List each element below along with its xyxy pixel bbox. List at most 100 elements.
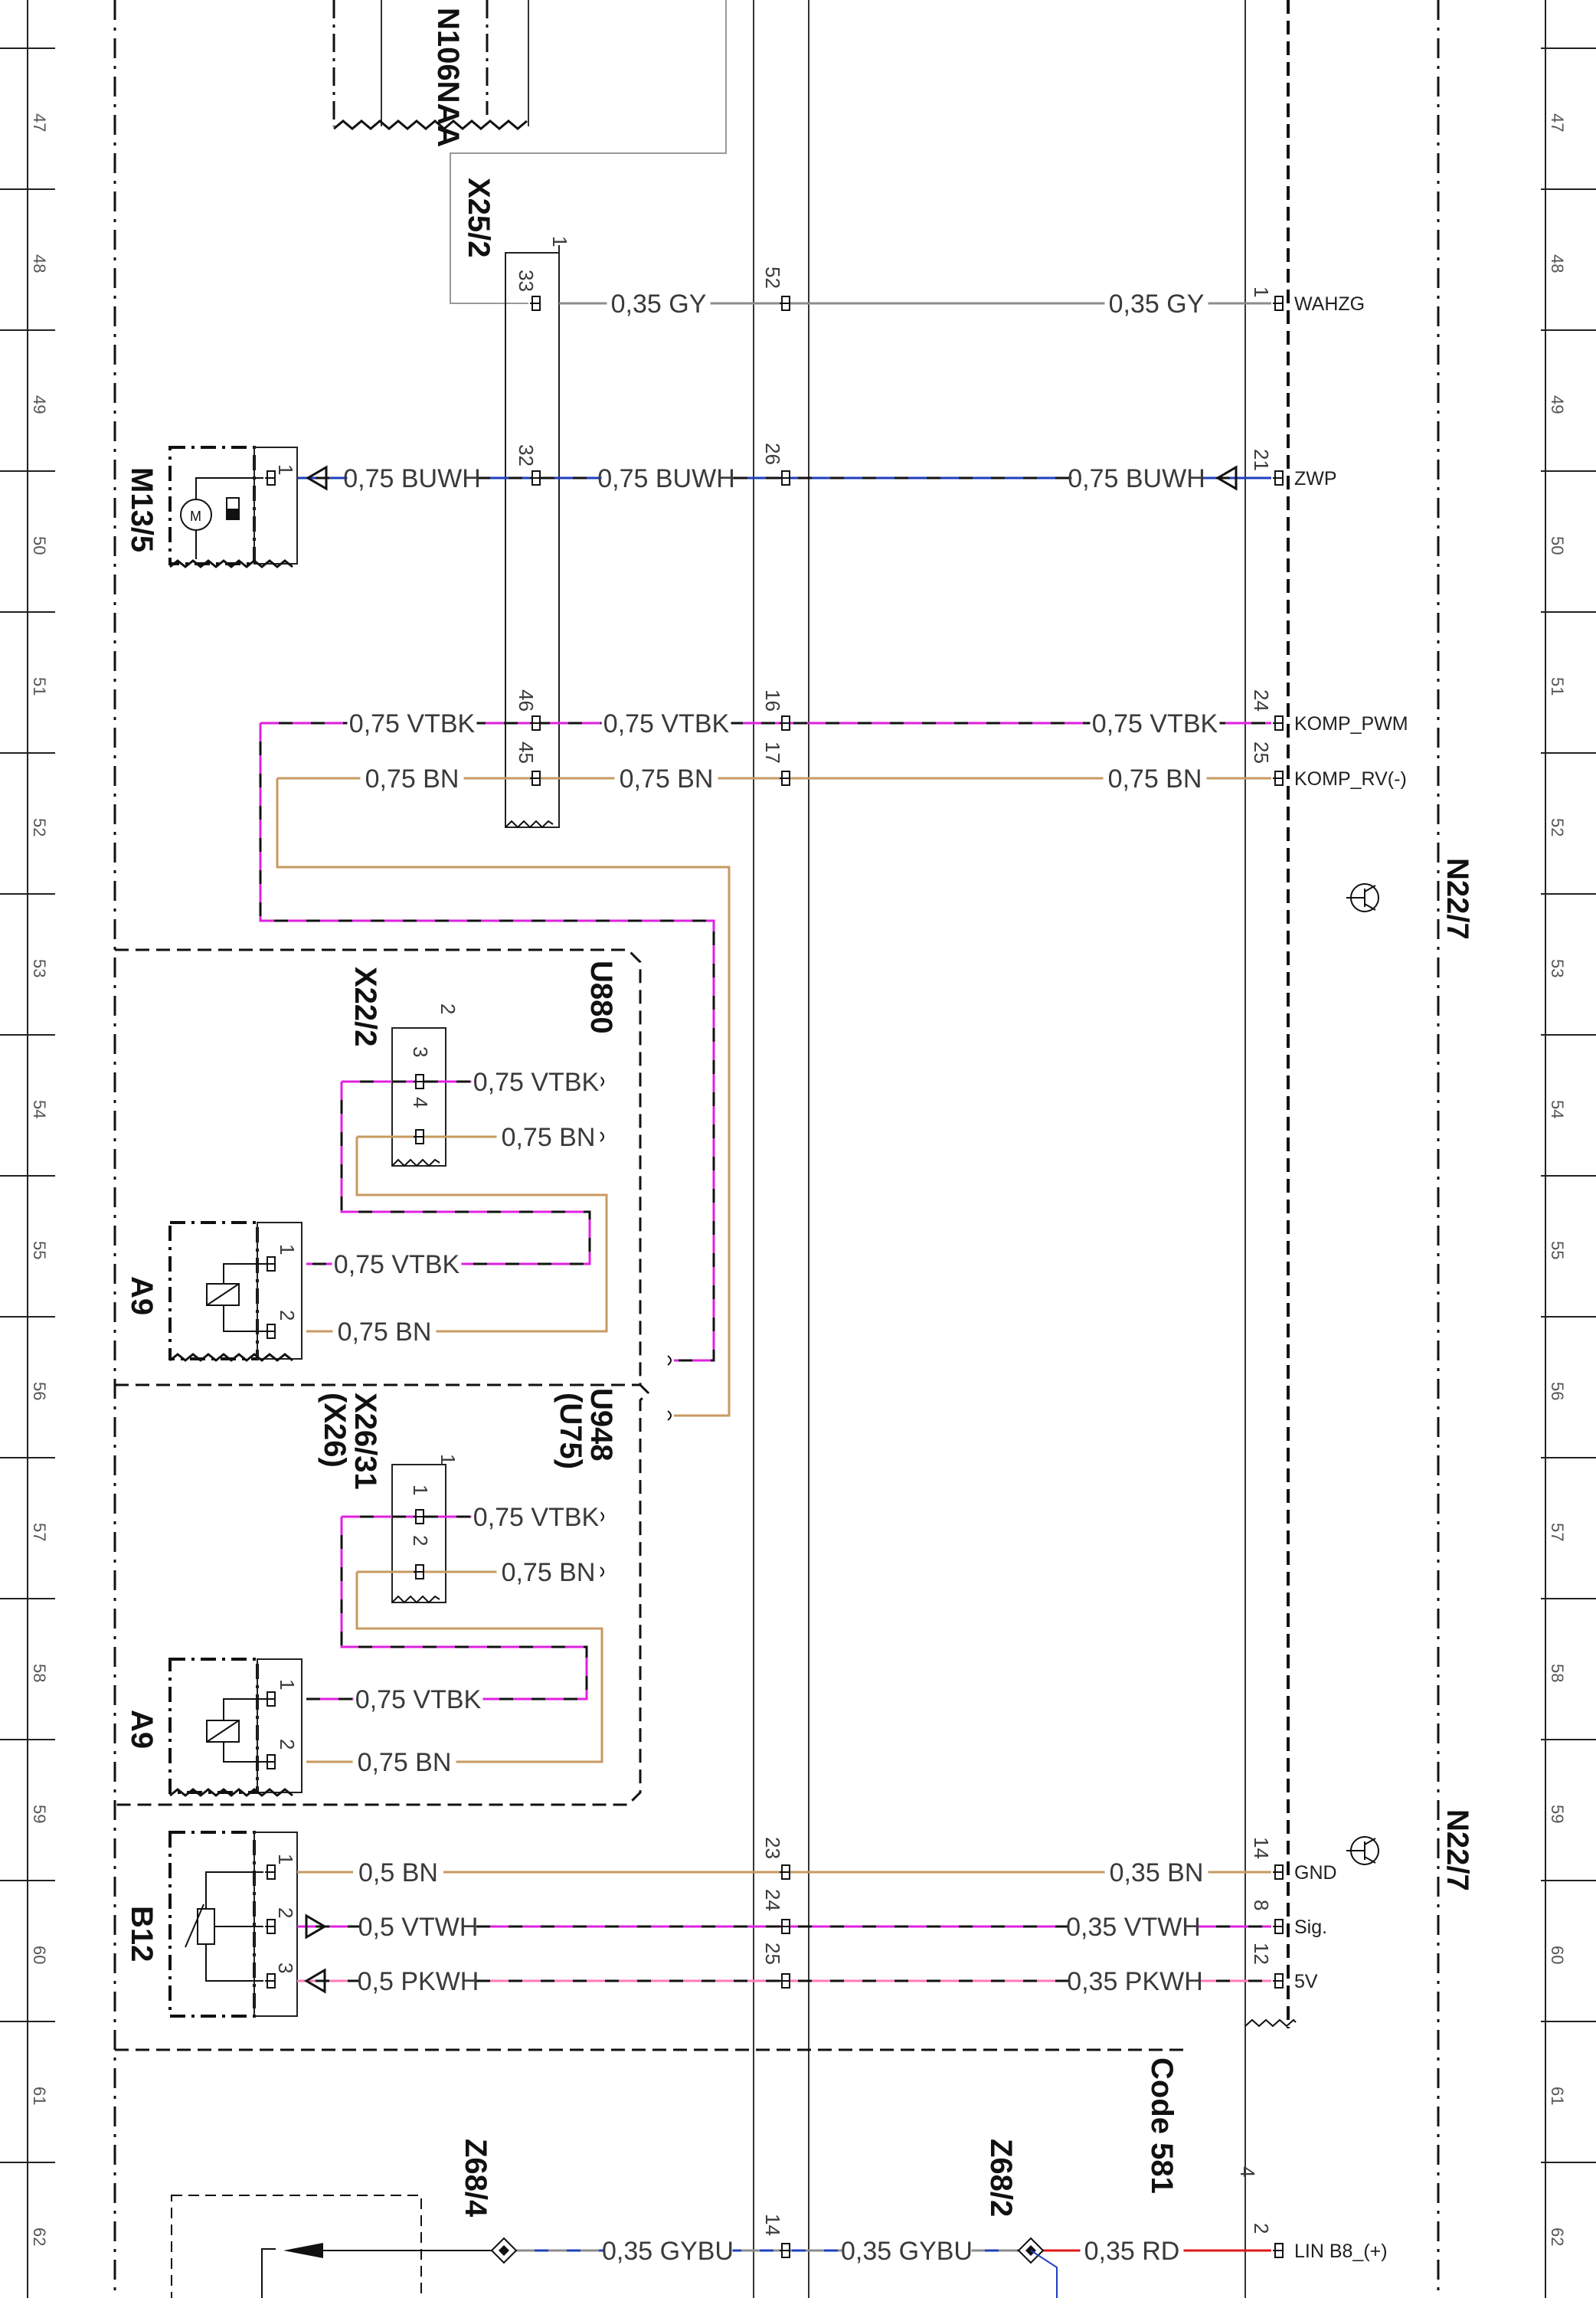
pin-x25_32: 32	[515, 444, 538, 466]
triangle-icon	[306, 465, 328, 491]
z68-2-branch	[1030, 2250, 1058, 2298]
ruler-number: 52	[30, 818, 49, 836]
n22-break-zigzag	[1244, 2018, 1297, 2028]
code-581-label: Code 581	[1145, 2057, 1179, 2194]
ruler-number: 56	[30, 1382, 49, 1400]
z68-2-label: Z68/2	[984, 2139, 1018, 2217]
wire-label-bg	[1104, 290, 1208, 317]
ruler-number: 47	[1548, 113, 1567, 132]
wire-label-pkwh-b12: 0,5 PKWH	[358, 1967, 479, 1996]
wire-vtbk-loop-stripe	[259, 723, 715, 1362]
wire-label-bg	[347, 464, 477, 492]
x26-31-label: X26/31	[348, 1393, 382, 1490]
ruler-number: 50	[1548, 536, 1567, 555]
x22-2-connector: X22/2 2 3 4	[348, 967, 460, 1167]
n22-7-top: N22/7	[1346, 858, 1474, 940]
bottom-left-module	[171, 2195, 422, 2298]
ruler-number: 48	[30, 254, 49, 273]
x22-2-pin-4: 4	[409, 1097, 432, 1108]
ruler-number: 53	[30, 959, 49, 977]
ruler-number: 57	[30, 1523, 49, 1541]
m13-5-motor: M M13/5 1	[125, 446, 298, 568]
signal-wahzg: WAHZG	[1294, 293, 1365, 315]
gy-feed-wire	[450, 0, 727, 304]
wire-label-bg	[603, 2237, 733, 2264]
ruler-number: 60	[30, 1946, 49, 1964]
wire-label-vtbk-x22: 0,75 VTBK	[473, 1068, 600, 1097]
pin-x25_45: 45	[515, 741, 538, 764]
signal-lin: LIN B8_(+)	[1294, 2241, 1388, 2262]
wire-label-bg	[352, 1748, 456, 1776]
u75-label: (U75)	[554, 1393, 587, 1469]
a9-bottom-pin-2: 2	[276, 1739, 299, 1750]
wire-label-vtwh-n22: 0,35 VTWH	[1066, 1913, 1201, 1942]
a9-bottom-label: A9	[125, 1710, 159, 1749]
left-ruler: 4748495051525354555657585960616263	[0, 0, 55, 2298]
wire-label-bg	[347, 709, 477, 737]
wire-label-bg	[332, 1250, 462, 1278]
ruler-number: 59	[30, 1805, 49, 1823]
arrow-left-icon	[283, 2243, 323, 2258]
wire-label-bg	[1104, 1858, 1208, 1886]
triangle-icon	[304, 1968, 326, 1994]
u880-region: U880 U948 (U75)	[115, 948, 650, 1806]
signal-komp_pwm: KOMP_PWM	[1294, 713, 1408, 735]
wire-label-bg	[496, 1558, 600, 1586]
ruler-number: 59	[1548, 1805, 1567, 1823]
wire-x26-bn-loop	[306, 1572, 603, 1763]
wire-label-bg	[1070, 1967, 1200, 1995]
ruler-number: 53	[1548, 959, 1567, 977]
pin-mid_52: 52	[761, 267, 784, 289]
wire-x26-vtbk-loop-stripe	[306, 1517, 588, 1701]
ruler-number: 61	[30, 2087, 49, 2105]
n106-component: N106NAA	[332, 0, 529, 147]
triangle-icon	[305, 1913, 327, 1940]
m13-5-label: M13/5	[125, 467, 159, 552]
x26-31-pin-1: 1	[409, 1485, 432, 1495]
wire-label-bg	[614, 764, 718, 792]
x22-2-label: X22/2	[348, 967, 382, 1047]
wire-label-pkwh-n22: 0,35 PKWH	[1067, 1967, 1203, 1996]
bottom-left-feed	[261, 2248, 276, 2298]
wire-label-bn-a9-top: 0,75 BN	[338, 1318, 432, 1347]
ruler-number: 61	[1548, 2087, 1567, 2105]
triangle-icon	[1215, 465, 1238, 491]
ruler-number: 49	[30, 395, 49, 414]
wire-label-buwh-m13: 0,75 BUWH	[343, 464, 481, 493]
wire-label-bn-a9-bottom: 0,75 BN	[358, 1748, 452, 1777]
wire-label-vtbk-x26: 0,75 VTBK	[473, 1503, 600, 1532]
pin-n22_24: 24	[1250, 689, 1273, 712]
ruler-number: 58	[1548, 1664, 1567, 1682]
wire-label-bn-x25: 0,75 BN	[620, 764, 714, 794]
u880-label: U880	[584, 961, 618, 1034]
wire-label-gy-x25: 0,35 GY	[611, 290, 707, 319]
wire-label-bn-b12: 0,5 BN	[358, 1858, 438, 1887]
ruler-number: 50	[30, 536, 49, 555]
pin-mid_16: 16	[761, 689, 784, 712]
wire-label-vtbk-x25: 0,75 VTBK	[603, 709, 730, 738]
ruler-number: 52	[1548, 818, 1567, 836]
pin-mid_24: 24	[761, 1889, 784, 1911]
wire-x22-vtbk-loop	[306, 1082, 591, 1265]
wire-label-bg	[496, 1123, 600, 1151]
pin-mid_26: 26	[761, 443, 784, 465]
wire-label-vtbk-a9-bottom: 0,75 VTBK	[355, 1685, 482, 1714]
wire-label-bg	[353, 1685, 483, 1713]
ruler-number: 62	[30, 2228, 49, 2246]
wire-label-bg	[1068, 1913, 1199, 1940]
ruler-number: 48	[1548, 254, 1567, 273]
wire-label-bn-x26: 0,75 BN	[502, 1558, 596, 1587]
x22-2-num: 2	[437, 1003, 460, 1014]
wire-label-bg	[360, 764, 464, 792]
wire-label-bg	[1080, 2237, 1184, 2264]
wire-label-bg	[360, 1967, 476, 1995]
pin-mid_17: 17	[761, 741, 784, 764]
wire-label-bg	[353, 1858, 443, 1886]
signal-komp_rv: KOMP_RV(-)	[1294, 768, 1407, 790]
wire-label-bg	[607, 290, 711, 317]
b12-pin-1: 1	[274, 1854, 297, 1864]
wire-label-bg	[1103, 764, 1207, 792]
wire-label-bg	[1090, 709, 1220, 737]
wire-label-rd-n22: 0,35 RD	[1084, 2237, 1180, 2266]
